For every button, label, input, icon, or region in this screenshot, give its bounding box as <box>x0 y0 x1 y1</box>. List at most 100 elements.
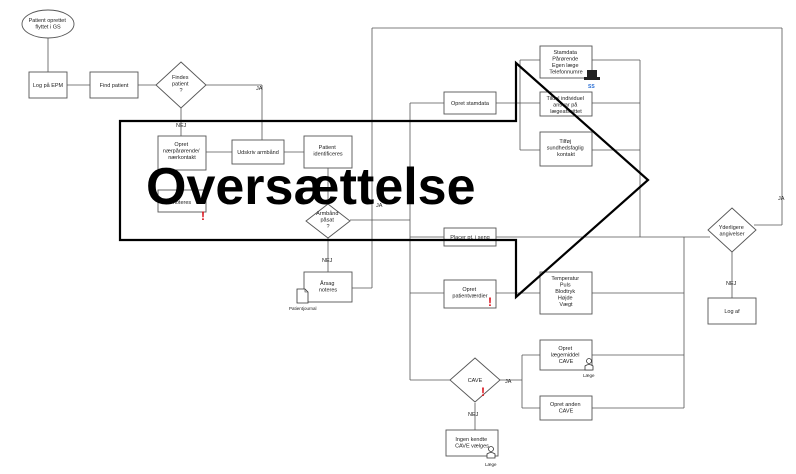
svg-text:Opret nærpårørende/: Opret nærpårørende/ nærkontakt <box>163 142 201 161</box>
udskriv-label: Udskriv armbånd <box>237 149 279 156</box>
ingen-kendte-cave-node: Ingen kendte CAVE vælges <box>445 429 499 457</box>
ya-line-2: angivelser <box>719 232 744 238</box>
patient-identificeres-node: Patient identificeres <box>303 135 353 169</box>
log-epm-node: Log på EPM <box>28 71 68 99</box>
warning-mark-1: ! <box>201 209 205 223</box>
olc-line-2: lægemiddel <box>551 353 579 359</box>
svg-text:Årsag noteres: Årsag noteres <box>319 280 338 294</box>
warning-mark-3: ! <box>481 385 485 399</box>
findes-line-2: patient <box>172 82 189 88</box>
svg-text:Armbånd påsat ?: Armbånd påsat ? <box>316 210 340 230</box>
vb-line-4: Højde <box>558 296 573 302</box>
big-arrow-overlay: Oversættelse <box>118 60 650 300</box>
log-epm-label: Log på EPM <box>33 82 64 89</box>
edge-label-ja-4: JA <box>778 196 785 202</box>
opret-stamdata-node: Opret stamdata <box>443 91 497 115</box>
start-line-1: Patient oprettet <box>29 18 67 24</box>
doctor-icon-2 <box>486 446 496 459</box>
svg-text:Opret patientværdier: Opret patientværdier <box>452 287 487 300</box>
document-icon <box>296 288 309 304</box>
warning-mark-2: ! <box>488 295 492 309</box>
computer-icon <box>584 70 600 80</box>
tilfoej-line-3: kontakt <box>557 152 575 158</box>
olc-line-3: CAVE <box>559 359 574 365</box>
vb-line-3: Blodtryk <box>555 289 575 295</box>
patientjournal-label: Patientjournal <box>289 306 317 311</box>
opret-naerpaarorende-node: Opret nærpårørende/ nærkontakt <box>157 135 207 171</box>
aarsag-line-2: noteres <box>319 288 338 294</box>
stam-line-4: Telefonnumre <box>549 70 582 76</box>
edge-label-ja-1: JA <box>256 86 263 92</box>
svg-text:Tilføj sundhedsfaglig: Tilføj sundhedsfaglig kontakt <box>547 139 586 158</box>
vb-line-5: Vægt <box>559 302 573 308</box>
stam-line-3: Egen læge <box>552 63 579 69</box>
tilfoej-kontakt-node: Tilføj sundhedsfaglig kontakt <box>539 131 593 167</box>
laege-label-1: Læge <box>583 373 595 378</box>
aarsag-line-1: Årsag <box>320 280 334 287</box>
findes-line-1: Findes <box>172 75 189 81</box>
edge-label-nej-1: NEJ <box>176 123 187 129</box>
edge-label-nej-3: NEJ <box>468 412 479 418</box>
aarsag-noteres-node: Årsag noteres <box>303 271 353 303</box>
opret-patientvaerdier-node: Opret patientværdier <box>443 279 497 309</box>
naer-line-3: nærkontakt <box>168 155 196 161</box>
findes-patient-decision: Findes patient ? <box>155 61 207 109</box>
pid-line-2: identificeres <box>313 152 343 158</box>
vb-line-2: Puls <box>560 283 571 289</box>
opret-stamdata-label: Opret stamdata <box>451 101 490 107</box>
noteres-label: noteres <box>173 200 192 206</box>
doctor-icon-1 <box>584 358 594 371</box>
oac-line-2: CAVE <box>559 409 574 415</box>
stam-line-1: Stamdata <box>553 50 577 56</box>
naer-line-1: Opret <box>174 142 188 148</box>
laege-label-2: Læge <box>485 462 497 467</box>
overlay-title: Oversættelse <box>146 158 476 216</box>
yderligere-angivelser-decision: Yderligere angivelser <box>707 207 757 253</box>
noteres-node: noteres <box>157 189 207 213</box>
ikc-line-1: Ingen kendte <box>455 437 487 443</box>
edge-label-ja-3: JA <box>505 379 512 385</box>
udskriv-armbaand-node: Udskriv armbånd <box>231 139 285 165</box>
edge-label-nej-2: NEJ <box>322 258 333 264</box>
armb-line-2: påsat <box>321 217 335 224</box>
findes-line-3: ? <box>179 88 182 94</box>
svg-text:Patient identificeres: Patient identificeres <box>313 145 343 158</box>
opret-anden-cave-node: Opret anden CAVE <box>539 395 593 421</box>
pid-line-1: Patient <box>319 145 337 151</box>
placer-pt-node: Placer pt. i seng <box>443 227 497 247</box>
svg-text:Temperatur Puls Bl: Temperatur Puls Blodtryk Højde Vægt <box>551 276 580 308</box>
start-line-2: flyttet i GS <box>35 25 61 31</box>
log-af-node: Log af <box>707 297 757 325</box>
tildel-line-1: Tildel individuel <box>547 96 584 102</box>
vb-line-1: Temperatur <box>551 276 579 282</box>
log-af-label: Log af <box>724 309 740 315</box>
tildel-line-3: lægeafsnittet <box>550 109 582 115</box>
armb-line-3: ? <box>326 224 329 230</box>
tildel-individuel-node: Tildel individuel ansvar på lægeafsnitte… <box>539 91 593 117</box>
svg-text:Stamdata Pårørende: Stamdata Pårørende Egen læge Telefonnumr… <box>549 50 582 76</box>
pv-line-1: Opret <box>462 287 476 293</box>
edge-label-ja-2: JA <box>376 203 383 209</box>
find-patient-label: Find patient <box>100 83 129 89</box>
placer-label: Placer pt. i seng <box>450 235 489 241</box>
svg-text:Findes patient ?: Findes patient ? <box>172 75 190 94</box>
svg-text:Yderligere angivelser: Yderligere angivelser <box>719 225 746 238</box>
ya-line-1: Yderligere <box>719 225 744 231</box>
armbaand-paasat-decision: Armbånd påsat ? <box>305 203 351 239</box>
tilfoej-line-1: Tilføj <box>559 139 571 145</box>
edge-label-nej-4: NEJ <box>726 281 737 287</box>
cave-decision: CAVE <box>449 357 501 403</box>
tildel-line-2: ansvar på <box>553 102 578 109</box>
oac-line-1: Opret anden <box>550 402 581 408</box>
find-patient-node: Find patient <box>89 71 139 99</box>
opret-laegemiddel-cave-node: Opret lægemiddel CAVE <box>539 339 593 371</box>
ikc-line-2: CAVE vælges <box>455 444 489 450</box>
pv-line-2: patientværdier <box>452 294 487 300</box>
svg-text:Patient oprettet flyttet: Patient oprettet flyttet i GS <box>29 18 68 31</box>
cave-label: CAVE <box>468 378 483 384</box>
armb-line-1: Armbånd <box>316 210 338 217</box>
vaerdier-box: Temperatur Puls Blodtryk Højde Vægt <box>539 271 593 315</box>
olc-line-1: Opret <box>558 346 572 352</box>
connectors <box>47 27 783 430</box>
